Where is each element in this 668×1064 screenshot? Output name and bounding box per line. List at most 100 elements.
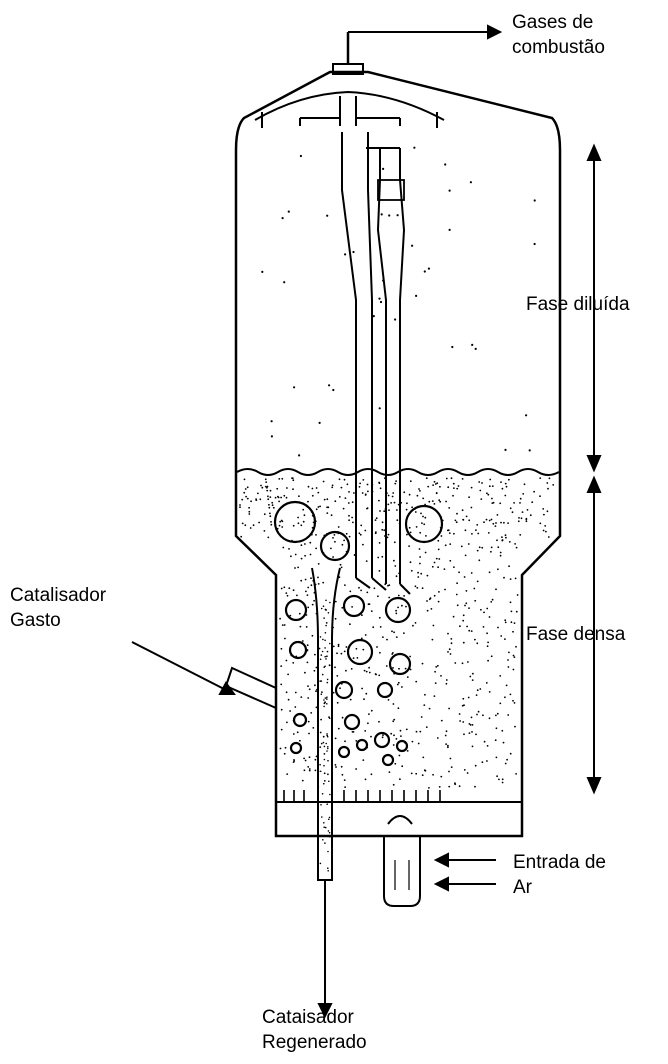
particle-dot	[491, 547, 493, 549]
particle-dot	[338, 526, 340, 528]
particle-dot	[300, 580, 302, 582]
particle-dot	[456, 521, 458, 523]
particle-dot	[479, 546, 481, 548]
particle-dot	[436, 492, 438, 494]
particle-dot	[508, 666, 510, 668]
particle-dot	[357, 596, 359, 598]
particle-dot	[324, 772, 326, 774]
particle-dot	[385, 529, 387, 531]
particle-dot	[477, 581, 479, 583]
particle-dot	[471, 717, 473, 719]
particle-dot	[267, 537, 269, 539]
particle-dot	[362, 479, 364, 481]
particle-dot	[417, 572, 419, 574]
particle-dot	[547, 488, 549, 490]
particle-dot	[508, 479, 510, 481]
particle-dot	[431, 608, 433, 610]
particle-dot	[448, 786, 450, 788]
particle-dot	[367, 507, 369, 509]
particle-dot	[471, 507, 473, 509]
particle-dot	[277, 531, 279, 533]
particle-dot	[516, 547, 518, 549]
particle-dot	[363, 698, 365, 700]
particle-dot	[324, 666, 326, 668]
particle-dot	[301, 544, 303, 546]
particle-dot	[408, 545, 410, 547]
particle-dot	[241, 499, 243, 501]
particle-dot	[321, 691, 323, 693]
particle-dot	[282, 217, 284, 219]
particle-dot	[496, 539, 498, 541]
particle-dot	[501, 536, 503, 538]
particle-dot	[364, 730, 366, 732]
particle-dot	[489, 616, 491, 618]
particle-dot	[445, 735, 447, 737]
particle-dot	[317, 577, 319, 579]
particle-dot	[282, 624, 284, 626]
particle-dot	[384, 477, 386, 479]
particle-dot	[294, 567, 296, 569]
particle-dot	[319, 648, 321, 650]
particle-dot	[309, 756, 311, 758]
particle-dot	[397, 214, 399, 216]
particle-dot	[346, 551, 348, 553]
particle-dot	[283, 495, 285, 497]
particle-dot	[487, 494, 489, 496]
particle-dot	[406, 509, 408, 511]
particle-dot	[306, 626, 308, 628]
particle-dot	[422, 516, 424, 518]
particle-dot	[462, 721, 464, 723]
particle-dot	[487, 660, 489, 662]
particle-dot	[284, 624, 286, 626]
particle-dot	[389, 771, 391, 773]
particle-dot	[316, 667, 318, 669]
particle-dot	[270, 521, 272, 523]
particle-dot	[477, 533, 479, 535]
particle-dot	[497, 713, 499, 715]
particle-dot	[468, 630, 470, 632]
particle-dot	[325, 827, 327, 829]
particle-dot	[464, 769, 466, 771]
particle-dot	[420, 513, 422, 515]
particle-dot	[405, 668, 407, 670]
particle-dot	[324, 842, 326, 844]
particle-dot	[459, 713, 461, 715]
particle-dot	[545, 531, 547, 533]
particle-dot	[346, 533, 348, 535]
particle-dot	[446, 679, 448, 681]
particle-dot	[394, 483, 396, 485]
particle-dot	[500, 552, 502, 554]
particle-dot	[380, 626, 382, 628]
particle-dot	[437, 540, 439, 542]
particle-dot	[512, 700, 514, 702]
particle-dot	[439, 486, 441, 488]
particle-dot	[415, 773, 417, 775]
particle-dot	[328, 819, 330, 821]
particle-dot	[481, 547, 483, 549]
particle-dot	[388, 699, 390, 701]
particle-dot	[492, 523, 494, 525]
particle-dot	[323, 552, 325, 554]
particle-dot	[292, 662, 294, 664]
particle-dot	[304, 514, 306, 516]
particle-dot	[323, 706, 325, 708]
particle-dot	[271, 420, 273, 422]
particle-dot	[462, 620, 464, 622]
particle-dot	[506, 486, 508, 488]
particle-dot	[361, 688, 363, 690]
particle-dot	[497, 568, 499, 570]
particle-dot	[278, 501, 280, 503]
particle-dot	[400, 735, 402, 737]
label-regenerated-catalyst: Cataisador Regenerado	[262, 1005, 367, 1055]
particle-dot	[463, 733, 465, 735]
particle-dot	[328, 558, 330, 560]
particle-dot	[316, 487, 318, 489]
particle-dot	[332, 485, 334, 487]
particle-dot	[260, 485, 262, 487]
particle-dot	[261, 487, 263, 489]
particle-dot	[419, 556, 421, 558]
spent-catalyst-nozzle	[226, 668, 276, 708]
particle-dot	[457, 604, 459, 606]
particle-dot	[302, 640, 304, 642]
particle-dot	[398, 595, 400, 597]
